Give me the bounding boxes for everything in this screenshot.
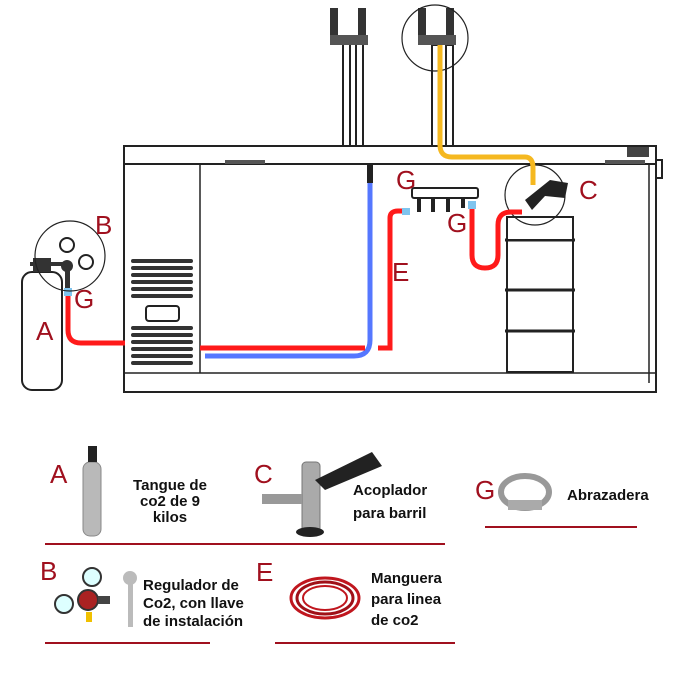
regulator — [34, 220, 106, 292]
legend-item-tank: A Tangue de co2 de 9 kilos — [45, 446, 214, 545]
label-clamp: G — [74, 284, 94, 314]
legend-text: Abrazadera — [567, 487, 649, 504]
legend-letter: A — [50, 459, 68, 489]
legend-text: de co2 — [371, 612, 419, 629]
legend-item-coupler: C Acoplador para barril — [201, 452, 445, 545]
label-hose: E — [392, 257, 409, 287]
regulator-icon — [54, 567, 137, 627]
legend-item-clamp: G Abrazadera — [475, 473, 649, 528]
clamp-icon — [64, 288, 72, 296]
legend-text: de instalación — [143, 613, 243, 630]
vent-grille-lower — [131, 326, 193, 365]
coupler-icon — [525, 180, 568, 210]
legend-letter: G — [475, 475, 495, 505]
co2-tank-icon — [82, 446, 102, 537]
hose-clamp-icon — [498, 473, 552, 511]
legend-text: para linea — [371, 591, 442, 608]
vent-slot — [145, 305, 180, 322]
label-tank: A — [36, 316, 54, 346]
label-clamp: G — [447, 208, 467, 238]
label-coupler: C — [579, 175, 598, 205]
legend-text: Manguera — [371, 570, 443, 587]
gas-manifold — [411, 187, 479, 212]
beer-tower-left — [330, 8, 368, 147]
clamp-icon — [402, 208, 410, 215]
legend-text: Regulador de — [143, 577, 239, 594]
vent-grille-upper — [131, 259, 193, 298]
legend-letter: E — [256, 557, 273, 587]
keg — [504, 164, 575, 373]
legend-text: kilos — [153, 509, 187, 526]
legend-text: Co2, con llave — [143, 595, 244, 612]
legend-text: Tangue de — [133, 477, 207, 494]
legend-letter: B — [40, 556, 57, 586]
legend-text: para barril — [353, 505, 426, 522]
legend-item-regulator: B Regulador de Co2, con llave de instala… — [40, 556, 244, 644]
legend-item-hose: E Manguera para linea de co2 — [256, 557, 455, 644]
legend-text: co2 de 9 — [140, 493, 200, 510]
hose-coil-icon — [289, 576, 361, 620]
label-clamp: G — [396, 165, 416, 195]
legend-letter: C — [254, 459, 273, 489]
co2-line-tank — [65, 295, 125, 346]
clamp-icon — [468, 201, 476, 209]
beer-line-yellow — [437, 45, 536, 185]
co2-line-keg — [469, 207, 522, 271]
co2-line-hose — [200, 208, 405, 351]
tap-detail-circle — [401, 4, 469, 72]
keg-coupler-icon — [262, 452, 382, 537]
legend-text: Acoplador — [353, 482, 427, 499]
label-regulator: B — [95, 210, 112, 240]
beer-line-blue — [205, 182, 373, 359]
beer-tower-right — [401, 4, 469, 147]
